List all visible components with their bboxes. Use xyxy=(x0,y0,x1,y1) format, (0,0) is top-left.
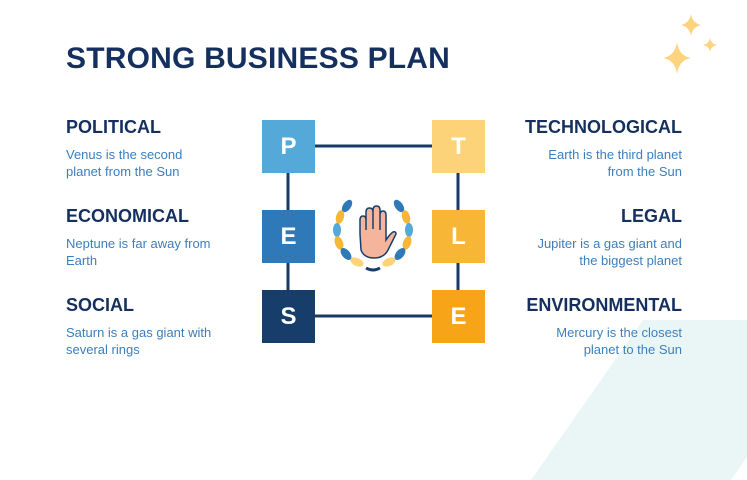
item-description: Neptune is far away from Earth xyxy=(66,236,211,268)
item-environmental: ENVIRONMENTAL Mercury is the closest pla… xyxy=(502,295,682,358)
box-p: P xyxy=(262,120,315,173)
box-e: E xyxy=(262,210,315,263)
sparkle-icon xyxy=(663,14,717,74)
center-emblem xyxy=(333,199,413,272)
box-s: S xyxy=(262,290,315,343)
letter-s: S xyxy=(280,302,297,330)
item-heading: POLITICAL xyxy=(66,117,161,137)
page-title: STRONG BUSINESS PLAN xyxy=(66,42,451,75)
letter-p: P xyxy=(280,132,297,160)
hand-icon xyxy=(359,205,397,259)
item-heading: ECONOMICAL xyxy=(66,206,189,226)
item-political: POLITICAL Venus is the second planet fro… xyxy=(66,117,246,180)
letter-l: L xyxy=(451,222,466,250)
letter-t: T xyxy=(451,132,466,160)
item-social: SOCIAL Saturn is a gas giant with severa… xyxy=(66,295,246,358)
item-heading: LEGAL xyxy=(621,206,682,226)
item-description: Mercury is the closest planet to the Sun xyxy=(556,325,682,357)
item-description: Jupiter is a gas giant and the biggest p… xyxy=(537,236,682,268)
item-technological: TECHNOLOGICAL Earth is the third planet … xyxy=(502,117,682,180)
box-l: L xyxy=(432,210,485,263)
laurel-wreath-icon xyxy=(333,199,413,272)
pestel-connectors xyxy=(286,144,460,318)
letter-e2: E xyxy=(450,302,467,330)
item-legal: LEGAL Jupiter is a gas giant and the big… xyxy=(502,206,682,269)
box-t: T xyxy=(432,120,485,173)
item-heading: TECHNOLOGICAL xyxy=(525,117,682,137)
item-description: Earth is the third planet from the Sun xyxy=(548,147,682,179)
item-description: Venus is the second planet from the Sun xyxy=(66,147,183,179)
item-heading: ENVIRONMENTAL xyxy=(526,295,682,315)
letter-e: E xyxy=(280,222,297,250)
item-economical: ECONOMICAL Neptune is far away from Eart… xyxy=(66,206,246,269)
item-description: Saturn is a gas giant with several rings xyxy=(66,325,212,357)
item-heading: SOCIAL xyxy=(66,295,135,315)
box-e2: E xyxy=(432,290,485,343)
